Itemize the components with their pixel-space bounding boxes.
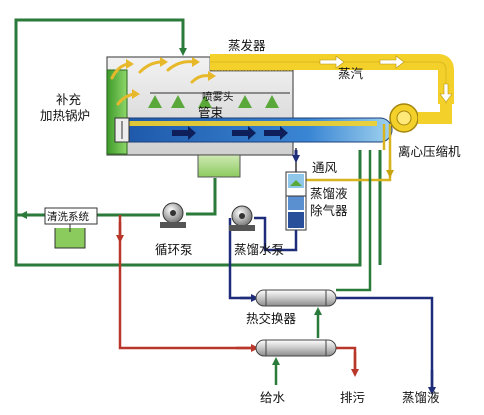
tube-bundle: [114, 117, 393, 143]
heat-exchanger-upper: [255, 289, 337, 307]
distillate-pump: [229, 205, 255, 231]
label-feed-water: 给水: [260, 390, 286, 405]
label-cleaning-system: 清洗系统: [47, 210, 89, 223]
label-heat-exchanger: 热交换器: [246, 311, 297, 326]
evaporator-sump: [197, 154, 241, 178]
label-distillate: 蒸馏液: [402, 390, 440, 405]
cleaning-system: [44, 207, 98, 249]
deaerator: [285, 171, 307, 231]
label-tube-bundle: 管束: [198, 105, 224, 120]
label-blowdown: 排污: [340, 390, 365, 405]
label-boiler-line2: 加热锅炉: [40, 108, 90, 123]
label-deaerator-line1: 蒸馏液: [310, 186, 348, 201]
steam-swirl-heads: [126, 57, 216, 99]
label-centrifugal-compressor: 离心压缩机: [398, 144, 461, 159]
return-line: [336, 150, 372, 292]
circulation-pump: [160, 202, 186, 228]
label-circulation-pump: 循环泵: [155, 242, 193, 257]
label-boiler-line1: 补充: [56, 92, 81, 107]
spray-nozzles: [148, 95, 279, 108]
steam-duct-arrows: [319, 55, 453, 103]
heat-exchanger-lower: [255, 339, 337, 357]
tube-flow-arrows: [172, 126, 288, 140]
label-distillate-pump: 蒸馏水泵: [234, 242, 284, 257]
label-ventilation: 通风: [312, 160, 338, 175]
label-evaporator: 蒸发器: [228, 38, 266, 53]
label-spray-head: 喷雾头: [202, 91, 234, 103]
steam-duct: [210, 54, 454, 104]
centrifugal-compressor: [389, 103, 452, 133]
label-steam: 蒸汽: [338, 66, 364, 81]
label-deaerator-line2: 除气器: [310, 203, 348, 218]
